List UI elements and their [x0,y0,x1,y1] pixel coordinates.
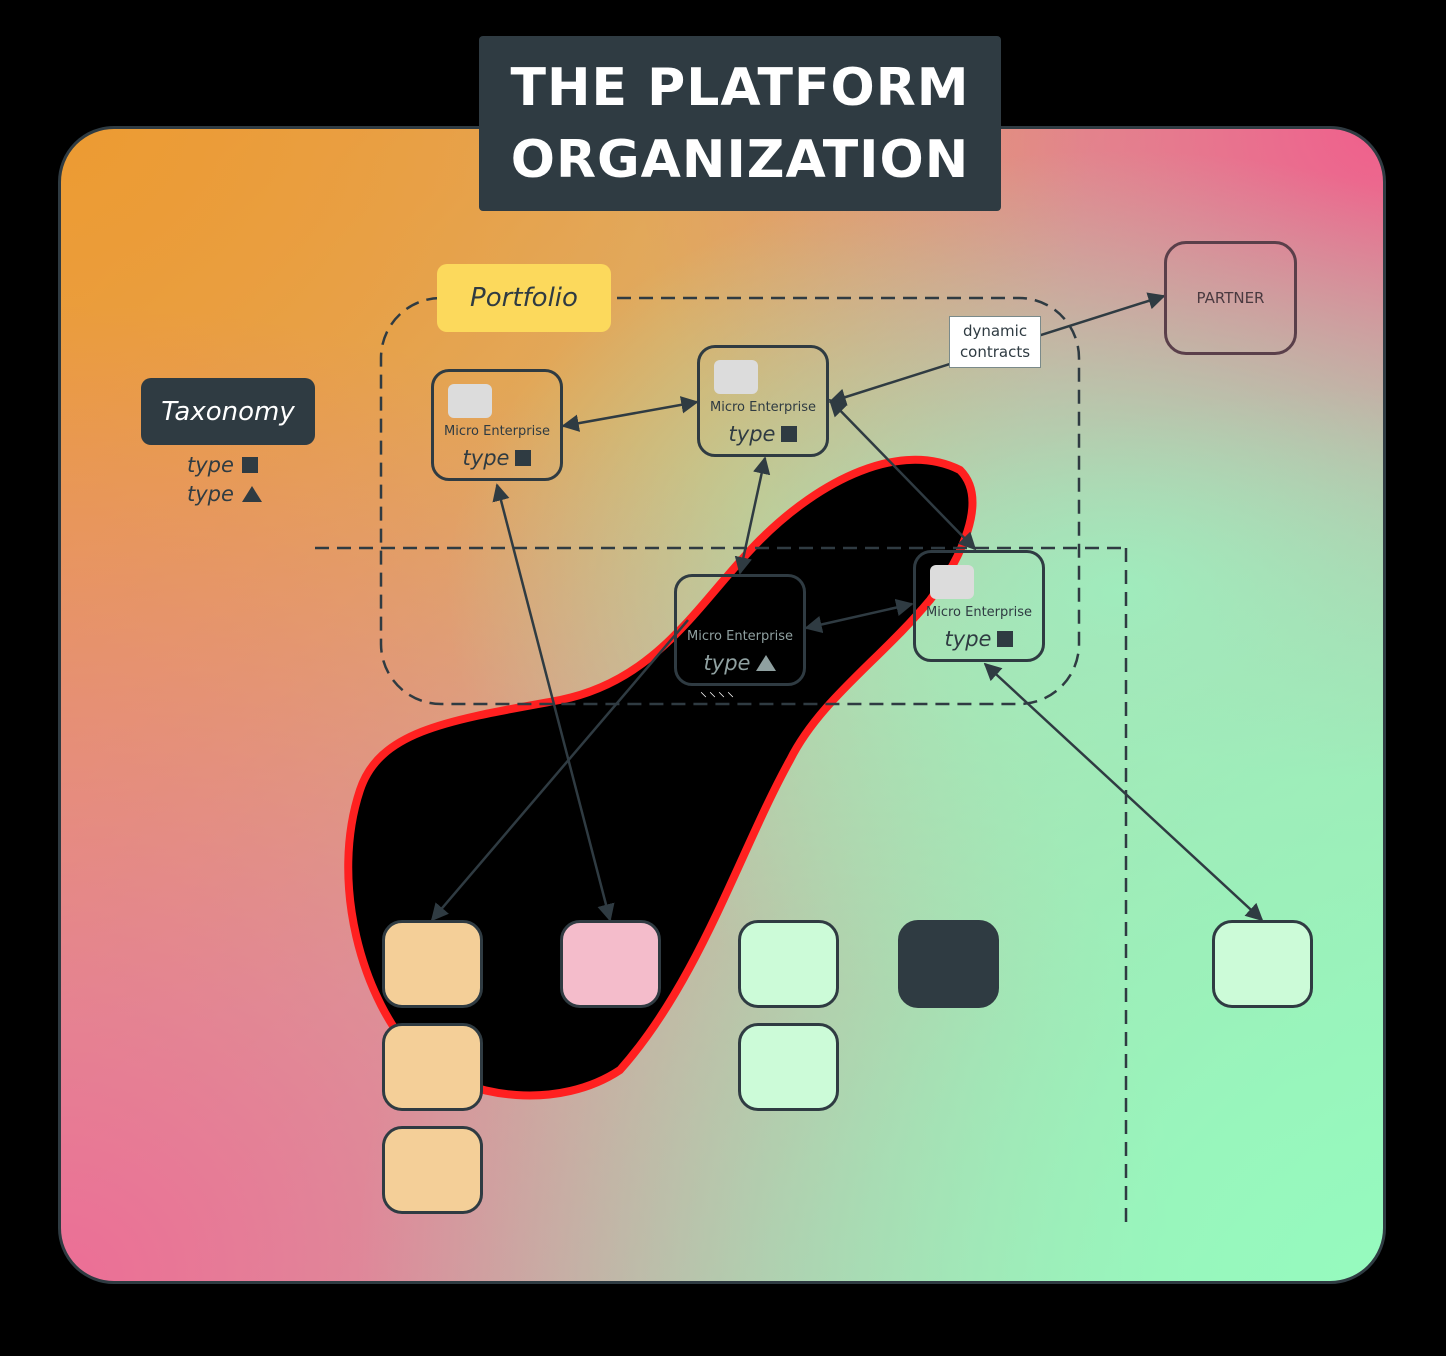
micro-enterprise-type: type [916,627,1042,651]
square-icon [781,426,798,442]
more-indicator: ⸌⸌⸌⸌ [700,690,736,706]
tile-dark[interactable] [898,920,999,1008]
taxonomy-badge: Taxonomy [141,378,315,445]
contracts-line-1: dynamic [962,322,1028,340]
tile-mint-right[interactable] [1212,920,1313,1008]
type-label: type [703,651,751,675]
micro-enterprise-type: type [434,446,560,470]
tile-mint-1[interactable] [738,920,839,1008]
micro-enterprise-1[interactable]: Micro Enterprise type [431,369,563,481]
tile-mint-2[interactable] [738,1023,839,1111]
legend-item-square: type [187,453,258,477]
type-label: type [728,422,776,446]
title-line-1: THE PLATFORM [510,57,970,118]
legend-label: type [187,453,234,477]
micro-enterprise-3[interactable]: Micro Enterprise type [674,574,806,686]
micro-enterprise-label: Micro Enterprise [926,605,1032,620]
chip-icon [448,384,492,418]
tile-orange-3[interactable] [382,1126,483,1214]
type-label: type [462,446,510,470]
micro-enterprise-4[interactable]: Micro Enterprise type [913,550,1045,662]
tile-pink[interactable] [560,920,661,1008]
page-title: THE PLATFORM ORGANIZATION [479,36,1001,211]
micro-enterprise-type: type [677,651,803,675]
triangle-icon [756,655,777,671]
micro-enterprise-2[interactable]: Micro Enterprise type [697,345,829,457]
chip-icon [930,565,974,599]
tile-orange-1[interactable] [382,920,483,1008]
portfolio-label: Portfolio [437,264,611,332]
square-icon [997,631,1014,647]
micro-enterprise-label: Micro Enterprise [444,424,550,439]
partner-node[interactable]: PARTNER [1164,241,1297,355]
contracts-line-2: contracts [959,343,1031,361]
triangle-icon [241,486,262,502]
square-icon [241,457,258,473]
micro-enterprise-label: Micro Enterprise [687,629,793,644]
micro-enterprise-label: Micro Enterprise [710,400,816,415]
micro-enterprise-type: type [700,422,826,446]
chip-icon [714,360,758,394]
tile-orange-2[interactable] [382,1023,483,1111]
dynamic-contracts-label: dynamic contracts [949,316,1041,368]
title-line-2: ORGANIZATION [510,129,970,190]
legend-item-triangle: type [187,482,262,506]
legend-label: type [187,482,234,506]
square-icon [515,450,532,466]
type-label: type [944,627,992,651]
